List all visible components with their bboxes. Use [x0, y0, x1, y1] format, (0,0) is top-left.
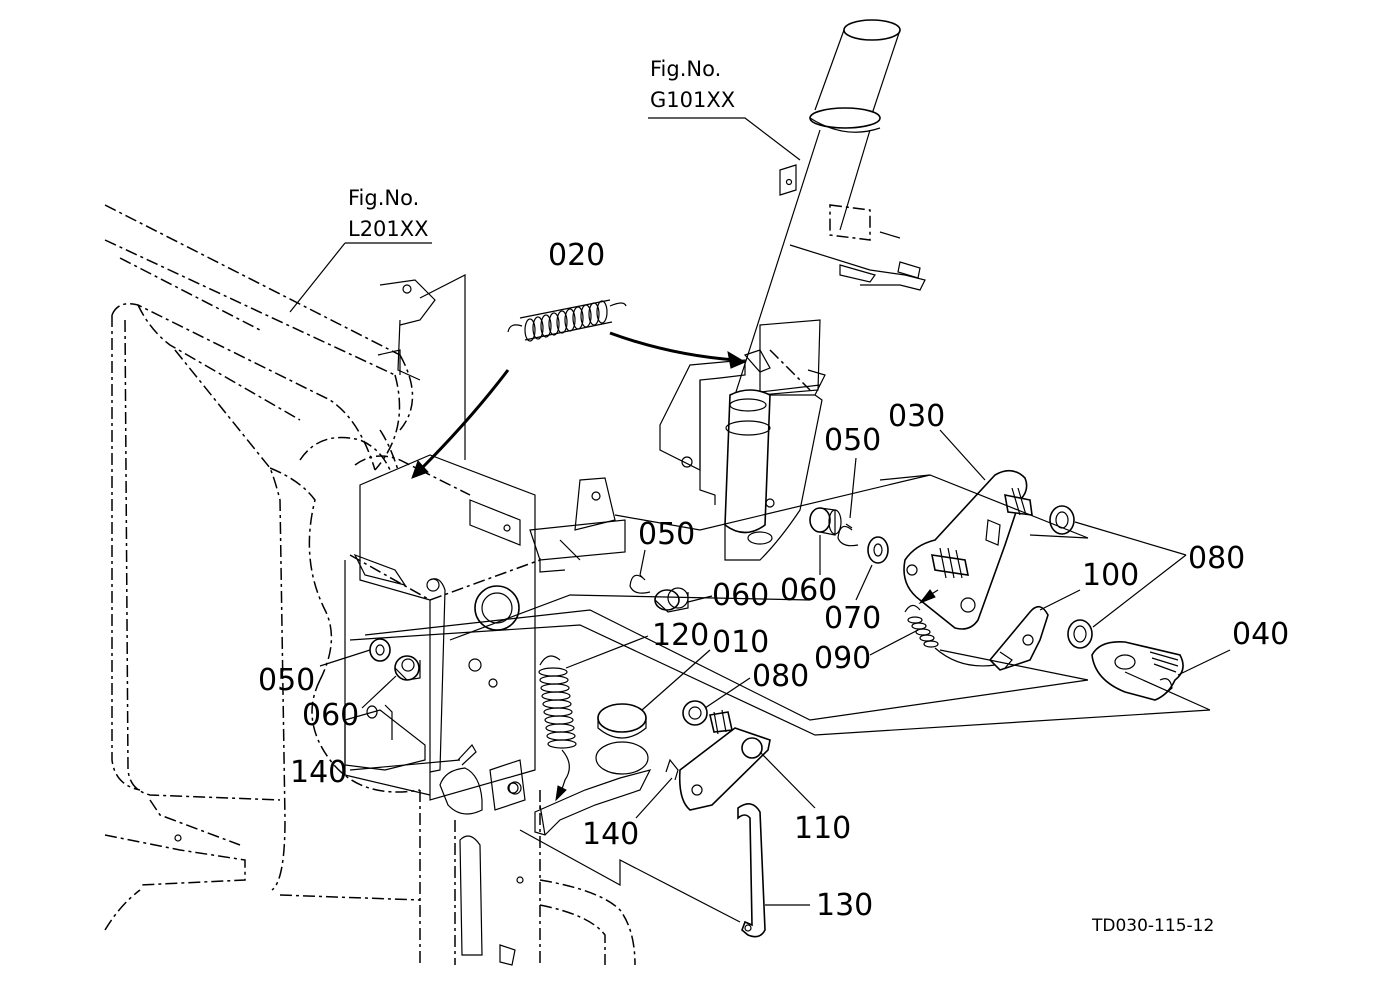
part-060-collar-b	[654, 587, 689, 613]
fig-label-l: Fig.No.	[348, 186, 419, 210]
callout-050-left: 050	[258, 663, 315, 698]
part-080-washer-a	[1049, 505, 1075, 535]
leader-lines	[289, 117, 1231, 923]
part-120-spring	[538, 655, 577, 802]
callout-070: 070	[824, 601, 881, 636]
callout-060-right: 060	[780, 573, 837, 608]
part-030-plate	[903, 469, 1033, 630]
callout-030: 030	[888, 399, 945, 434]
figure-reference-g101xx: Fig.No. G101XX	[650, 57, 735, 112]
part-010-cap	[595, 703, 649, 775]
assembly-arrows	[411, 331, 747, 479]
part-070-washer	[867, 536, 889, 564]
callout-080-right: 080	[1188, 541, 1245, 576]
callout-050-middle: 050	[638, 517, 695, 552]
part-100-link	[988, 605, 1049, 671]
part-040-segment-plate	[1091, 640, 1184, 701]
part-140-pin-b	[665, 758, 679, 781]
part-090-spring	[904, 589, 996, 667]
part-130-rod	[737, 803, 766, 938]
part-140-pin-a	[457, 743, 477, 766]
fig-code-g: G101XX	[650, 88, 735, 112]
part-020-spring	[507, 299, 627, 342]
lower-bracket	[534, 769, 652, 836]
callout-100: 100	[1082, 558, 1139, 593]
callout-120: 120	[652, 618, 709, 653]
part-050-spring-washer-b	[629, 574, 651, 594]
fig-code-l: L201XX	[348, 217, 429, 241]
callout-060-middle: 060	[712, 578, 769, 613]
callout-010: 010	[712, 625, 769, 660]
part-080-washer-b	[1067, 619, 1093, 649]
drawing-code: TD030-115-12	[1091, 916, 1214, 936]
steering-shaft	[659, 19, 926, 561]
part-110-arm	[678, 709, 771, 811]
part-060-collar-c	[394, 655, 421, 681]
callout-130: 130	[816, 888, 873, 923]
part-050-spring-washer-a	[837, 523, 859, 547]
callout-080-lower: 080	[752, 659, 809, 694]
callout-050-right: 050	[824, 423, 881, 458]
callout-140-bottom: 140	[582, 817, 639, 852]
part-050-spring-washer-c	[369, 638, 391, 662]
callout-060-left: 060	[302, 698, 359, 733]
frame-body	[104, 204, 636, 966]
figure-reference-l201xx: Fig.No. L201XX	[348, 186, 429, 241]
fig-label-g: Fig.No.	[650, 57, 721, 81]
callout-140-left: 140	[290, 755, 347, 790]
upper-bracket	[529, 477, 626, 573]
callout-110: 110	[794, 811, 851, 846]
part-080-washer-c	[682, 700, 708, 726]
part-060-collar-a	[809, 507, 842, 536]
callout-090: 090	[814, 641, 871, 676]
callout-040: 040	[1232, 617, 1289, 652]
callout-020: 020	[548, 238, 605, 273]
